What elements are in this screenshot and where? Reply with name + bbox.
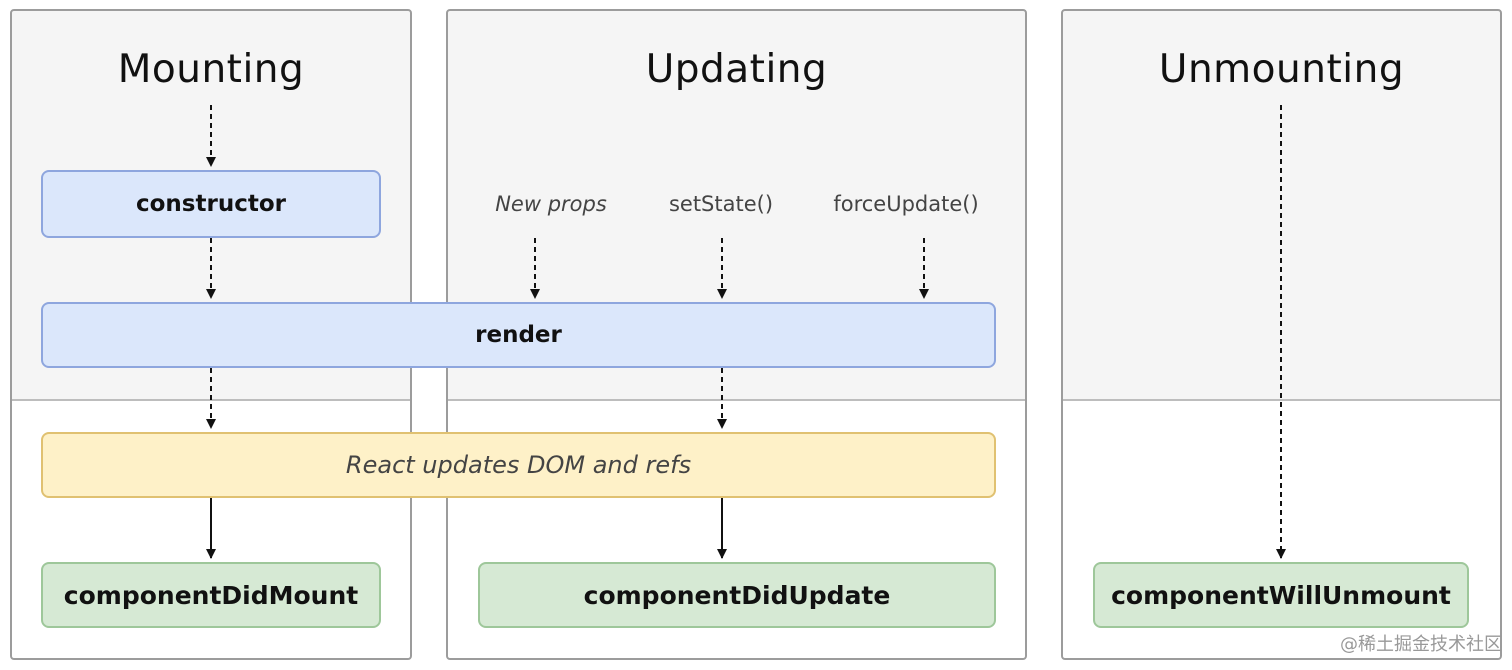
component-will-unmount-label: componentWillUnmount: [1111, 580, 1451, 610]
trigger-force-update: forceUpdate(): [833, 192, 979, 216]
updating-title: Updating: [645, 47, 828, 92]
render-box: render: [41, 302, 996, 368]
mounting-title: Mounting: [117, 47, 305, 92]
component-will-unmount-box: componentWillUnmount: [1093, 562, 1469, 628]
component-did-update-box: componentDidUpdate: [478, 562, 996, 628]
unmounting-title: Unmounting: [1158, 47, 1405, 92]
react-updates-label: React updates DOM and refs: [345, 451, 692, 479]
react-updates-box: React updates DOM and refs: [41, 432, 996, 498]
constructor-label: constructor: [136, 191, 286, 217]
render-label: render: [475, 322, 562, 348]
constructor-box: constructor: [41, 170, 381, 238]
component-did-mount-box: componentDidMount: [41, 562, 381, 628]
trigger-new-props: New props: [495, 192, 607, 216]
component-did-mount-label: componentDidMount: [63, 580, 359, 610]
trigger-set-state: setState(): [668, 192, 774, 216]
watermark: @稀土掘金技术社区: [1340, 634, 1502, 655]
component-did-update-label: componentDidUpdate: [583, 580, 891, 610]
